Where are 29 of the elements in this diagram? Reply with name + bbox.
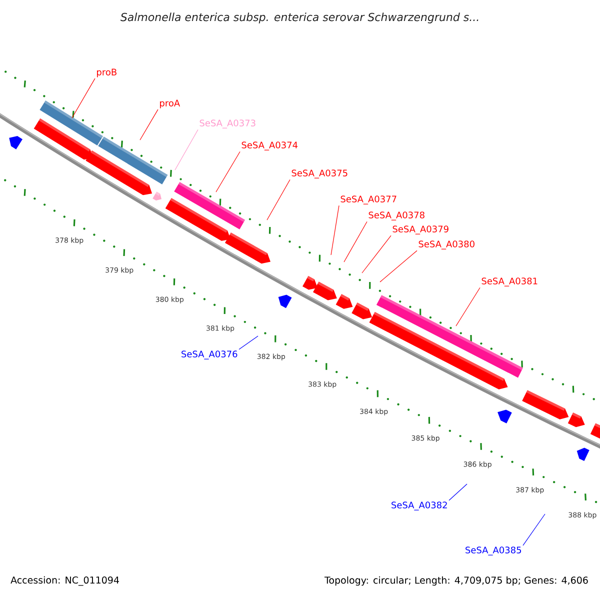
- leader-line: [344, 221, 368, 262]
- gene-label: SeSA_A0374: [242, 142, 298, 150]
- gene-label: SeSA_A0376: [182, 350, 238, 360]
- gene-label: SeSA_A0377: [340, 196, 396, 204]
- title: Salmonella enterica subsp. enterica serovar Schwarzengrund s...: [120, 12, 478, 24]
- gene-label: SeSA_A0373: [200, 120, 256, 128]
- leader-line: [330, 205, 340, 256]
- gene-label: SeSA_A0379: [392, 226, 448, 234]
- gene-label: SeSA_A0378: [368, 212, 424, 220]
- gene-label: proA: [160, 100, 180, 108]
- gene-label: SeSA_A0380: [418, 240, 474, 250]
- leader-line: [456, 287, 480, 326]
- gene-label: SeSA_A0381: [482, 278, 538, 286]
- leader-line: [266, 179, 290, 220]
- accession-text: Accession: NC_011094: [10, 576, 119, 586]
- gene-label: SeSA_A0385: [466, 546, 521, 556]
- leader-line: [216, 151, 240, 192]
- leader-line: [174, 129, 198, 170]
- gene-label: SeSA_A0382: [392, 502, 447, 510]
- leader-line: [362, 235, 392, 274]
- leader-line: [522, 514, 546, 546]
- leader-line: [72, 78, 96, 118]
- gene-label: proB: [97, 68, 116, 78]
- leader-line: [448, 484, 468, 501]
- genome-info-text: Topology: circular; Length: 4,709,075 bp; Genes: 4,606: [324, 576, 588, 586]
- leader-line: [140, 109, 158, 140]
- leader-line: [380, 250, 418, 282]
- leader-line: [238, 336, 258, 350]
- gene-label: SeSA_A0375: [292, 170, 348, 178]
